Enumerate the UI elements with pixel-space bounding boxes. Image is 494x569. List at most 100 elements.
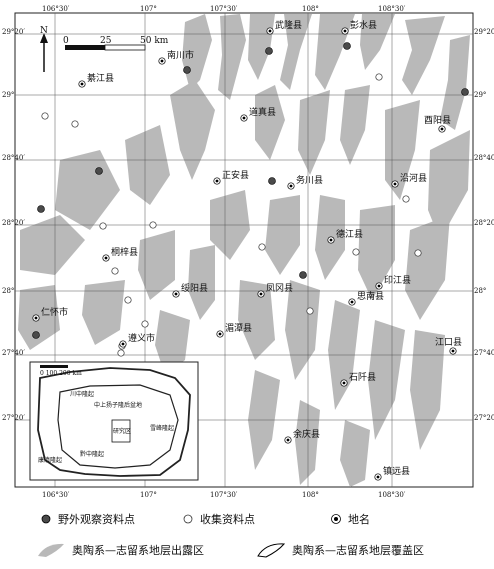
- place-label: 武隆县: [275, 19, 302, 31]
- outcrop-areas: [18, 14, 470, 487]
- collected-point: [41, 112, 49, 120]
- field-point: [265, 47, 273, 55]
- lat-label: 27°20′: [474, 414, 494, 422]
- collected-point: [414, 249, 422, 257]
- place-marker: 印江县: [375, 274, 411, 290]
- place-marker: 遵义市: [119, 332, 155, 348]
- place-label: 绥阳县: [181, 283, 208, 294]
- lat-label: 27°20′: [2, 414, 25, 422]
- place-marker: 务川县: [287, 174, 323, 190]
- lon-labels-top: 106°30′ 107° 107°30′ 108° 108°30′: [42, 5, 406, 13]
- place-label: 綦江县: [87, 72, 114, 84]
- place-marker: 南川市: [158, 49, 194, 65]
- inset-label: 黔中隆起: [80, 450, 104, 458]
- legend-covered: 奥陶系—志留系地层覆盖区: [256, 541, 424, 559]
- lat-labels-left: 29°20′ 29° 28°40′ 28°20′ 28° 27°40′ 27°2…: [2, 28, 25, 422]
- scale-bar: 0 25 50 km: [63, 36, 169, 51]
- collected-point: [71, 120, 79, 128]
- place-label: 酉阳县: [424, 115, 451, 126]
- collected-point-icon: [183, 514, 193, 524]
- field-point: [37, 205, 45, 213]
- lat-label: 29°: [474, 91, 486, 99]
- place-marker: 仁怀市: [32, 306, 68, 322]
- place-label: 思南县: [357, 290, 384, 302]
- inset-scale: 0 100 200 km: [40, 370, 82, 377]
- lon-label: 107°30′: [210, 5, 238, 13]
- legend: 野外观察资料点 收集资料点 地名 奥陶系—志留系地层出露区 奥陶系—志留系地层覆…: [0, 505, 494, 569]
- lon-label: 107°: [140, 491, 157, 499]
- lat-labels-right: 29°20′ 29° 28°40′ 28°20′ 28° 27°40′ 27°2…: [474, 28, 494, 422]
- field-point: [183, 66, 191, 74]
- inset-label: 中上扬子隆后盆地: [94, 401, 142, 409]
- field-point: [299, 271, 307, 279]
- collected-point: [258, 243, 266, 251]
- place-marker: 綦江县: [78, 72, 114, 88]
- field-point: [461, 88, 469, 96]
- collected-point: [375, 73, 383, 81]
- inset-label: 川中隆起: [70, 390, 94, 398]
- legend-covered-label: 奥陶系—志留系地层覆盖区: [292, 544, 424, 557]
- place-marker: 武隆县: [266, 19, 302, 35]
- place-label: 彭水县: [350, 19, 377, 31]
- place-marker: 德江县: [327, 228, 363, 244]
- place-label: 仁怀市: [41, 306, 68, 318]
- lat-label: 28°20′: [2, 219, 25, 227]
- legend-place: 地名: [330, 511, 370, 527]
- lat-label: 27°40′: [2, 349, 25, 357]
- place-label: 石阡县: [349, 372, 376, 383]
- lon-label: 108°: [302, 5, 319, 13]
- inset-label: 研究区: [113, 427, 131, 435]
- lon-label: 108°30′: [378, 491, 406, 499]
- inset-label: 康滇隆起: [38, 456, 62, 464]
- place-label: 南川市: [167, 49, 194, 61]
- lon-label: 107°30′: [210, 491, 238, 499]
- graticule: [15, 13, 473, 487]
- legend-collected: 收集资料点: [182, 511, 255, 527]
- place-marker: 绥阳县: [172, 283, 208, 298]
- lon-label: 106°30′: [42, 491, 70, 499]
- place-marker: 石阡县: [340, 372, 376, 387]
- lon-label: 106°30′: [42, 5, 70, 13]
- place-label: 道真县: [249, 106, 276, 118]
- lat-label: 29°20′: [474, 28, 494, 36]
- lat-label: 28°40′: [2, 154, 25, 162]
- place-marker: 余庆县: [284, 428, 320, 444]
- lat-label: 28°40′: [474, 154, 494, 162]
- field-point: [343, 42, 351, 50]
- scale-label-50: 50 km: [140, 36, 169, 46]
- lon-label: 108°: [302, 491, 319, 499]
- place-marker: 江口县: [435, 337, 462, 355]
- place-marker: 桐梓县: [102, 246, 138, 262]
- legend-outcrop: 奥陶系—志留系地层出露区: [36, 541, 204, 559]
- lon-label: 108°30′: [378, 5, 406, 13]
- place-marker: 思南县: [348, 290, 384, 306]
- legend-outcrop-label: 奥陶系—志留系地层出露区: [72, 544, 204, 557]
- place-label: 江口县: [435, 337, 462, 348]
- place-marker: 道真县: [240, 106, 276, 122]
- collected-point: [99, 222, 107, 230]
- place-label: 德江县: [336, 228, 363, 240]
- place-marker: 彭水县: [341, 19, 377, 35]
- lon-labels-bottom: 106°30′ 107° 107°30′ 108° 108°30′: [42, 491, 406, 499]
- north-arrow: N: [40, 26, 48, 72]
- place-label: 凤冈县: [266, 283, 293, 294]
- collected-point: [352, 248, 360, 256]
- place-label: 务川县: [296, 174, 323, 186]
- lat-label: 28°20′: [474, 219, 494, 227]
- place-label: 正安县: [222, 169, 249, 181]
- place-marker: 湄潭县: [216, 323, 252, 338]
- scale-label-0: 0: [63, 36, 69, 46]
- place-label: 沿河县: [400, 172, 427, 184]
- place-label: 镇远县: [383, 465, 410, 477]
- collected-point: [117, 349, 125, 357]
- place-icon: [331, 514, 341, 524]
- scale-label-25: 25: [100, 36, 112, 46]
- collected-point: [111, 267, 119, 275]
- place-marker: 正安县: [213, 169, 249, 185]
- place-marker: 凤冈县: [257, 283, 293, 298]
- place-label: 桐梓县: [111, 246, 138, 258]
- lat-label: 27°40′: [474, 349, 494, 357]
- lat-label: 28°: [474, 287, 486, 295]
- outcrop-swatch-icon: [38, 543, 64, 557]
